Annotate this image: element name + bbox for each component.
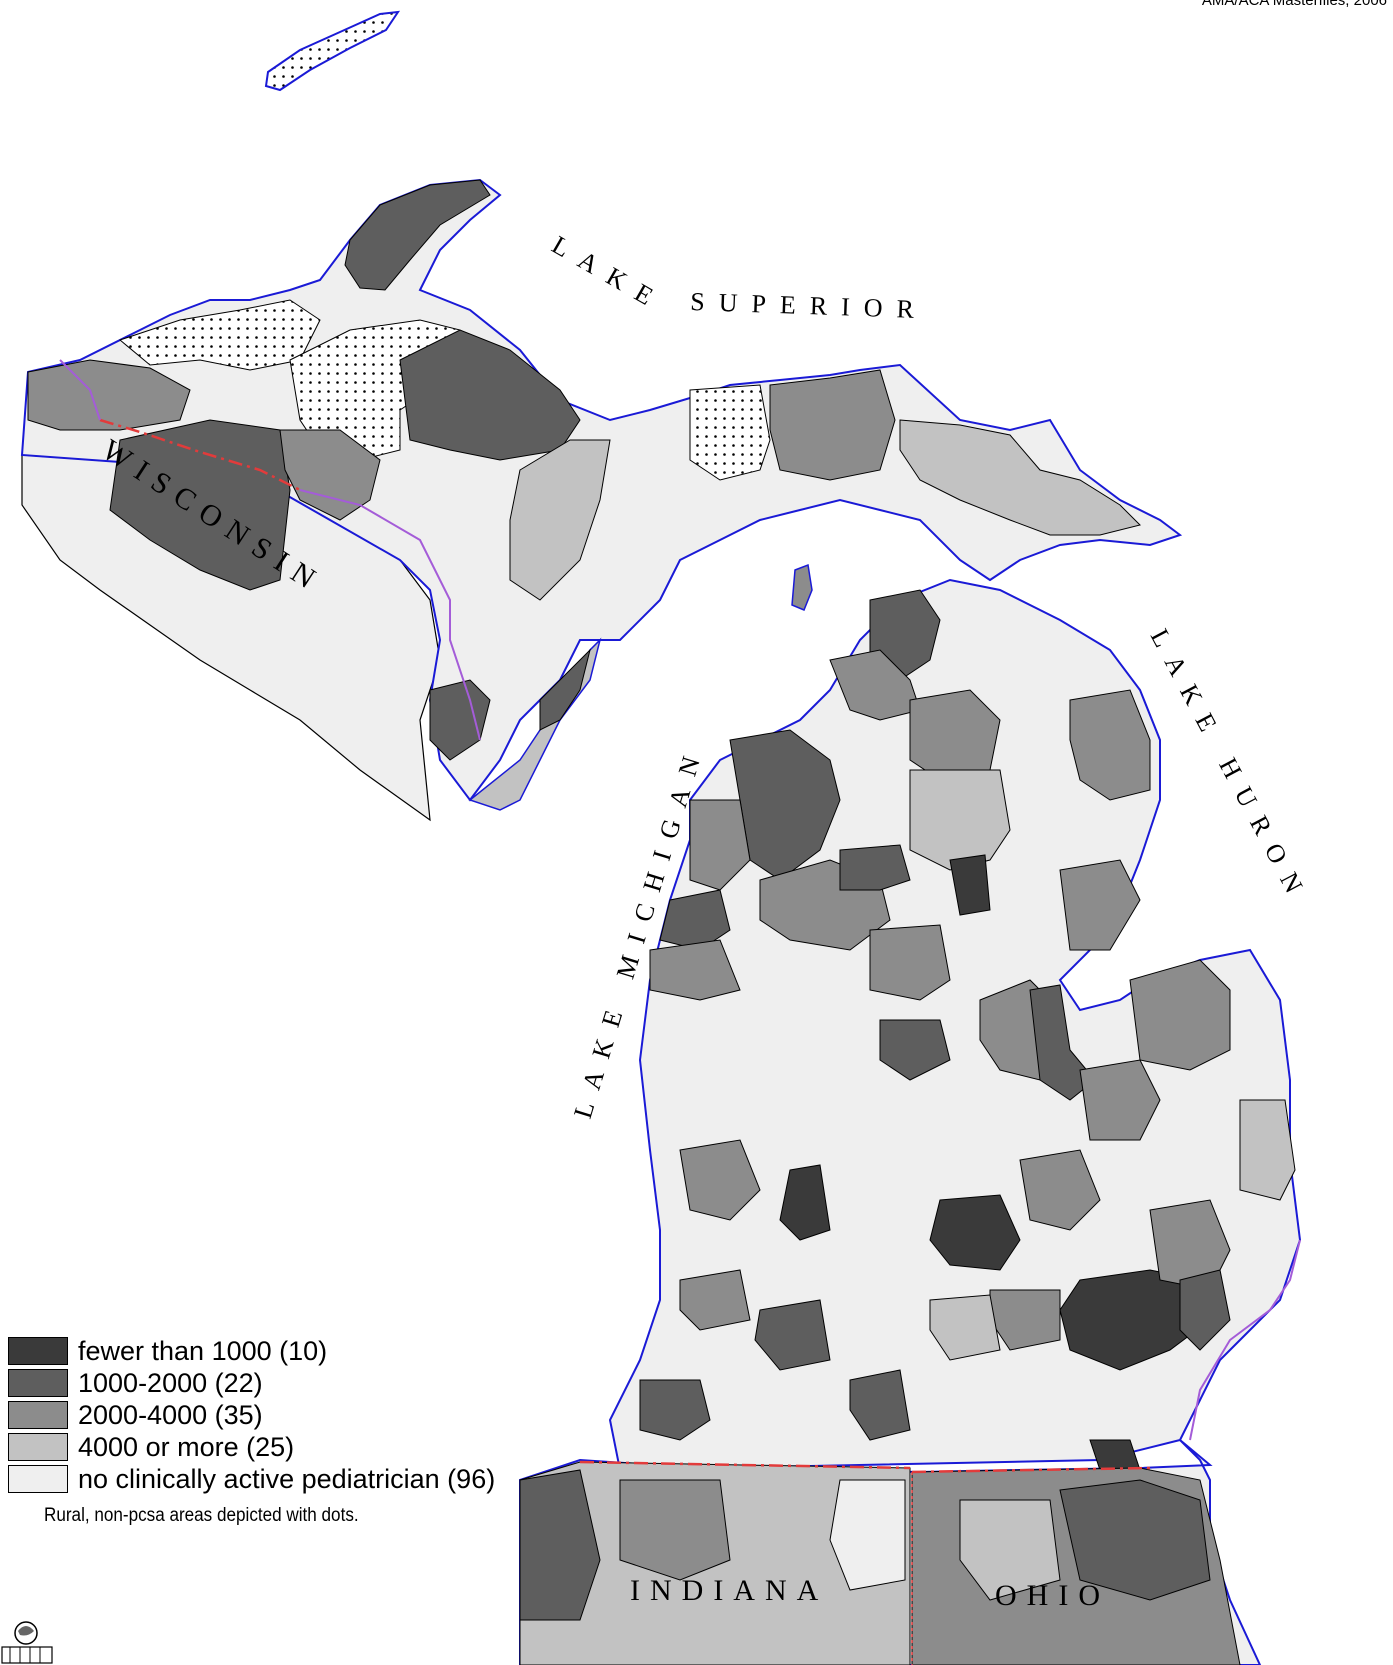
legend-label: 1000-2000 (22) <box>78 1367 263 1398</box>
legend-swatch <box>8 1337 68 1365</box>
legend-item: 4000 or more (25) <box>8 1431 495 1463</box>
ohio-mid <box>959 1499 1061 1601</box>
region-huron <box>1129 959 1231 1071</box>
legend-item: 2000-4000 (35) <box>8 1399 495 1431</box>
ohio-label: OHIO <box>995 1579 1110 1612</box>
legend-item: 1000-2000 (22) <box>8 1367 495 1399</box>
region-kalamazoo <box>754 1299 831 1371</box>
indiana-label: INDIANA <box>630 1574 828 1607</box>
region-iron <box>109 419 291 591</box>
lake-superior-label-a: LAKE <box>547 230 670 318</box>
region-luce <box>769 369 896 481</box>
in-mi-border <box>579 1460 911 1470</box>
legend-item: fewer than 1000 (10) <box>8 1335 495 1367</box>
oh-mi-border <box>911 1466 1151 1474</box>
region-iosco <box>1059 859 1141 951</box>
region-lake <box>649 939 741 1001</box>
region-ingham <box>929 1194 1021 1271</box>
isle-royale <box>264 10 401 92</box>
region-alpena <box>1069 689 1151 801</box>
region-benzie <box>689 799 751 891</box>
wi-mi-border-upper <box>99 418 301 492</box>
legend-swatch <box>8 1369 68 1397</box>
legend-label: fewer than 1000 (10) <box>78 1335 328 1366</box>
lake-huron-label: LAKE HURON <box>1145 624 1315 910</box>
lake-superior-label-b: SUPERIOR <box>690 287 929 324</box>
region-roscommon <box>909 769 1011 871</box>
region-chippewa <box>899 419 1141 536</box>
region-beaver-island <box>791 563 813 611</box>
indiana-mid <box>619 1479 731 1581</box>
region-midland <box>879 1019 951 1081</box>
region-baraga <box>279 429 381 521</box>
region-thumb-east <box>1239 1099 1296 1201</box>
region-calhoun <box>849 1369 911 1441</box>
mi-canada-border <box>1189 1239 1301 1441</box>
region-dots-east-up <box>689 384 771 481</box>
legend: fewer than 1000 (10) 1000-2000 (22) 2000… <box>8 1335 495 1495</box>
ohio-east <box>1059 1479 1211 1601</box>
source-citation: AMA/ACA Masterfiles, 2006 <box>1201 0 1387 9</box>
legend-swatch <box>8 1433 68 1461</box>
region-montcalm <box>779 1164 831 1241</box>
indiana-west <box>519 1469 601 1621</box>
region-berrien <box>639 1379 711 1441</box>
region-ogemaw <box>949 854 991 916</box>
region-keweenaw <box>344 179 491 291</box>
region-washtenaw <box>929 1294 1001 1361</box>
region-marquette <box>399 329 581 461</box>
region-gogebic <box>27 359 191 431</box>
region-genesee <box>1019 1149 1101 1231</box>
legend-item: no clinically active pediatrician (96) <box>8 1463 495 1495</box>
region-wayne <box>1179 1269 1231 1351</box>
legend-label: 2000-4000 (35) <box>78 1399 263 1430</box>
region-mason <box>659 889 731 951</box>
region-allegan <box>679 1269 751 1331</box>
region-crawford <box>839 844 911 891</box>
region-delta <box>509 439 611 601</box>
region-clare <box>869 924 951 1001</box>
legend-swatch <box>8 1401 68 1429</box>
region-tuscola <box>1079 1059 1161 1141</box>
legend-label: no clinically active pediatrician (96) <box>78 1463 496 1494</box>
indiana-east <box>829 1479 906 1591</box>
wi-mi-border-river <box>59 359 481 741</box>
region-kent <box>679 1139 761 1221</box>
door-peninsula-north <box>539 648 591 731</box>
legend-swatch <box>8 1465 68 1493</box>
dartmouth-atlas-logo-icon <box>1 1621 53 1664</box>
legend-note: Rural, non-pcsa areas depicted with dots… <box>44 1505 359 1526</box>
region-dots-west <box>118 299 321 371</box>
legend-label: 4000 or more (25) <box>78 1431 295 1462</box>
